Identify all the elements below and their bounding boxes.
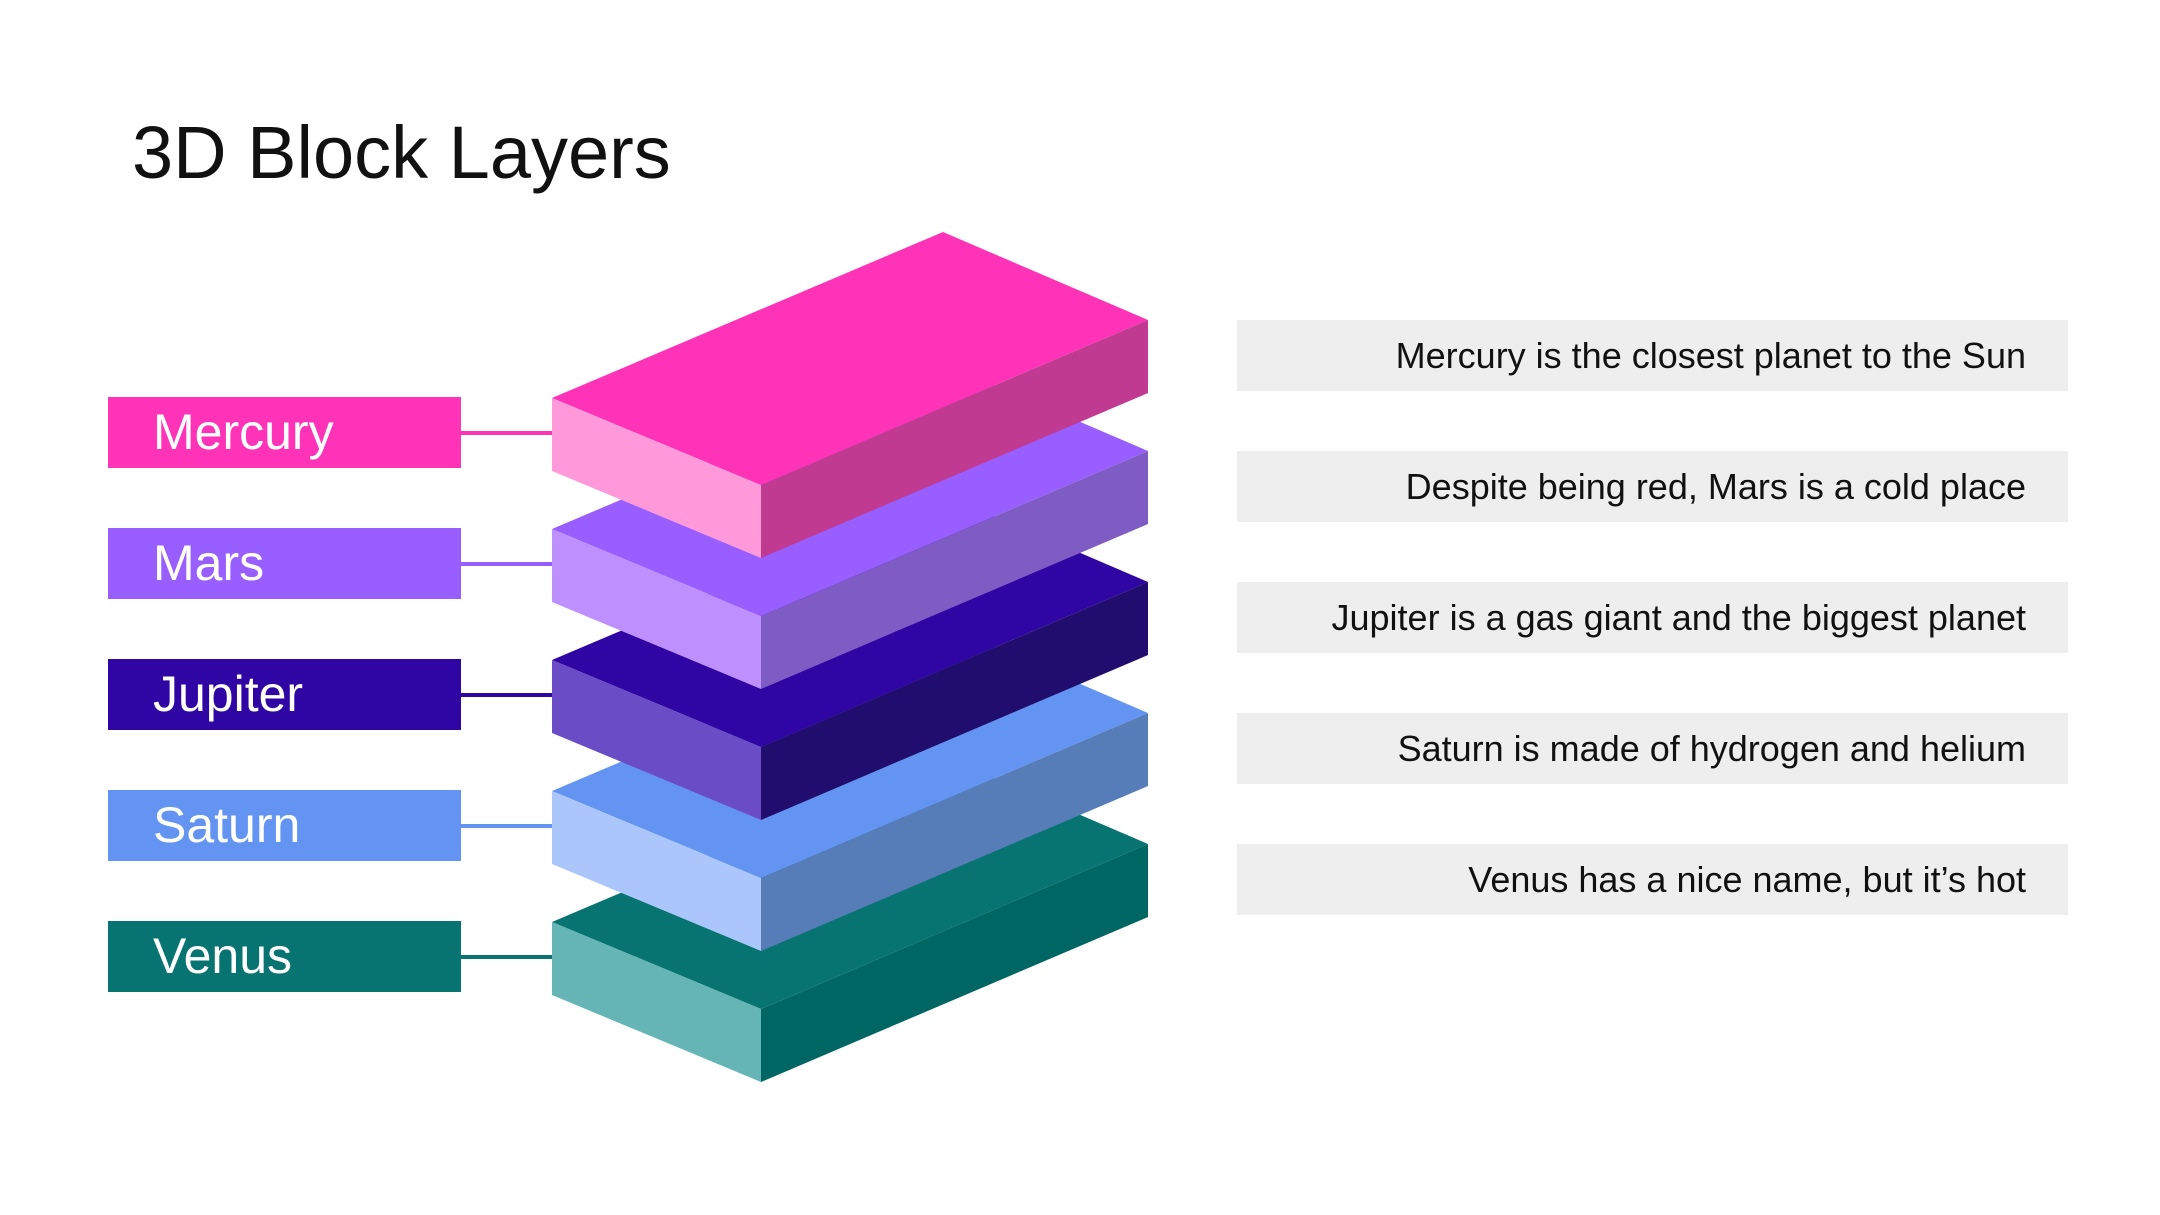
connector-lines — [461, 431, 556, 959]
layer-label-mars: Mars — [108, 528, 461, 599]
layer-description-mars: Despite being red, Mars is a cold place — [1237, 451, 2068, 522]
block-mercury — [552, 232, 1148, 558]
block-right-face — [761, 713, 1148, 951]
block-left-face — [552, 660, 761, 820]
layer-description-jupiter: Jupiter is a gas giant and the biggest p… — [1237, 582, 2068, 653]
block-left-face — [552, 529, 761, 689]
layer-label-jupiter: Jupiter — [108, 659, 461, 730]
page-title: 3D Block Layers — [132, 111, 671, 194]
layer-description-venus: Venus has a nice name, but it’s hot — [1237, 844, 2068, 915]
layer-description-saturn: Saturn is made of hydrogen and helium — [1237, 713, 2068, 784]
block-left-face — [552, 398, 761, 558]
block-right-face — [761, 582, 1148, 820]
block-left-face — [552, 791, 761, 951]
layer-description-mercury: Mercury is the closest planet to the Sun — [1237, 320, 2068, 391]
layer-label-mercury: Mercury — [108, 397, 461, 468]
layer-label-saturn: Saturn — [108, 790, 461, 861]
block-stack — [552, 232, 1148, 1082]
layer-label-venus: Venus — [108, 921, 461, 992]
block-left-face — [552, 922, 761, 1082]
block-right-face — [761, 844, 1148, 1082]
block-right-face — [761, 451, 1148, 689]
block-top-face — [552, 232, 1148, 485]
block-right-face — [761, 320, 1148, 558]
